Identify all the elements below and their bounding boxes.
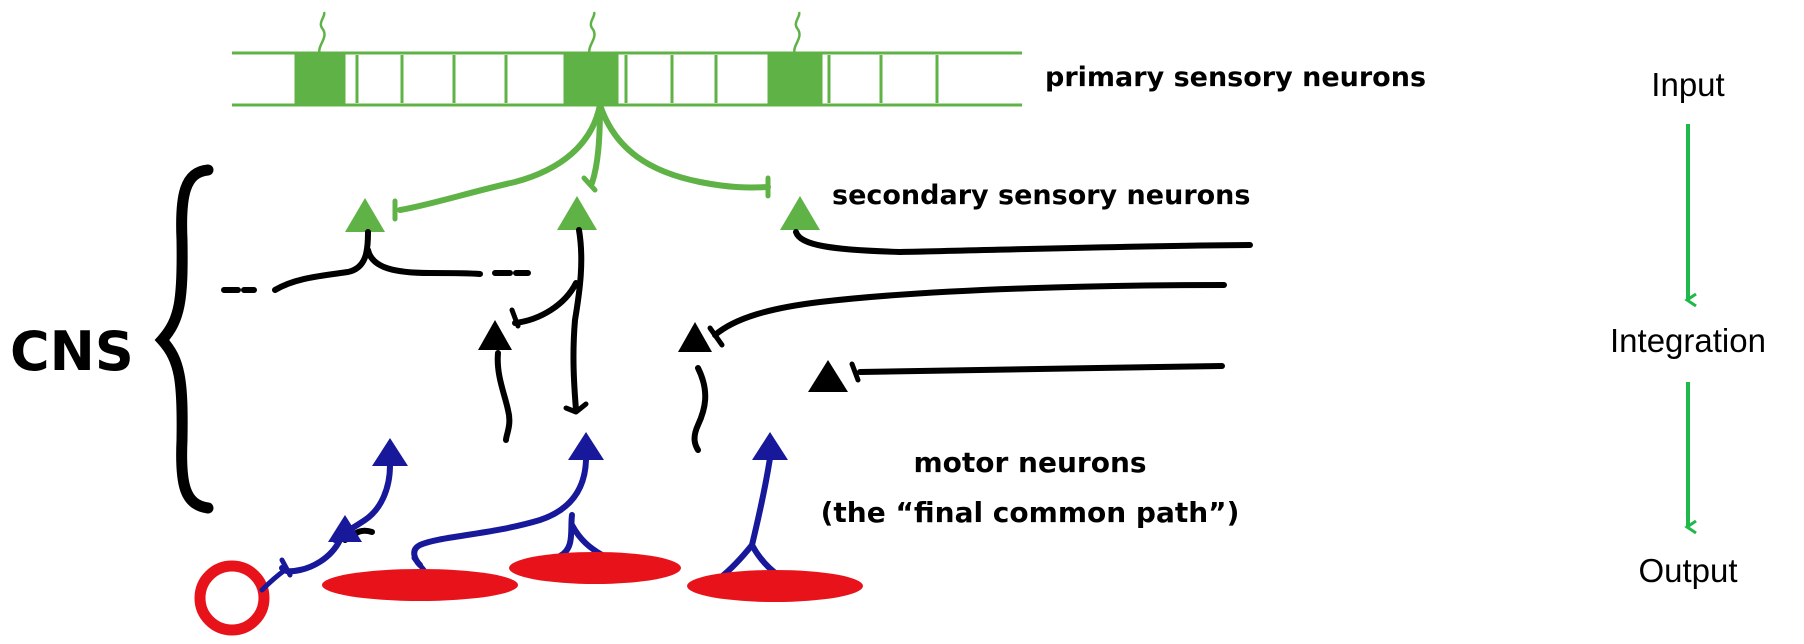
cns-bracket: CNS	[10, 164, 214, 514]
cns-label: CNS	[10, 320, 134, 383]
muscle-fibers	[194, 552, 863, 636]
sensory-receptor-squiggles	[318, 11, 801, 56]
motor-neurons-sublabel: (the “final common path”)	[821, 496, 1240, 529]
motor-neurons-label: motor neurons	[913, 446, 1146, 479]
secondary-sensory-label: secondary sensory neurons	[832, 180, 1250, 211]
flow-step-integration: Integration	[1610, 322, 1766, 359]
primary-sensory-axon	[392, 102, 771, 222]
sensory-strip-cells	[294, 53, 939, 105]
motor-neuron-somas	[328, 432, 788, 542]
flow-step-input: Input	[1651, 66, 1724, 103]
interneuron-pathways	[221, 227, 1253, 543]
flow-step-output: Output	[1638, 552, 1737, 589]
muscle-spindle-ring	[194, 560, 270, 636]
processing-flow: Input Integration Output	[1610, 66, 1766, 589]
primary-sensory-label: primary sensory neurons	[1045, 62, 1426, 93]
secondary-sensory-somas	[345, 196, 820, 232]
interneuron-somas	[478, 320, 848, 392]
primary-sensory-strip	[232, 11, 1022, 107]
